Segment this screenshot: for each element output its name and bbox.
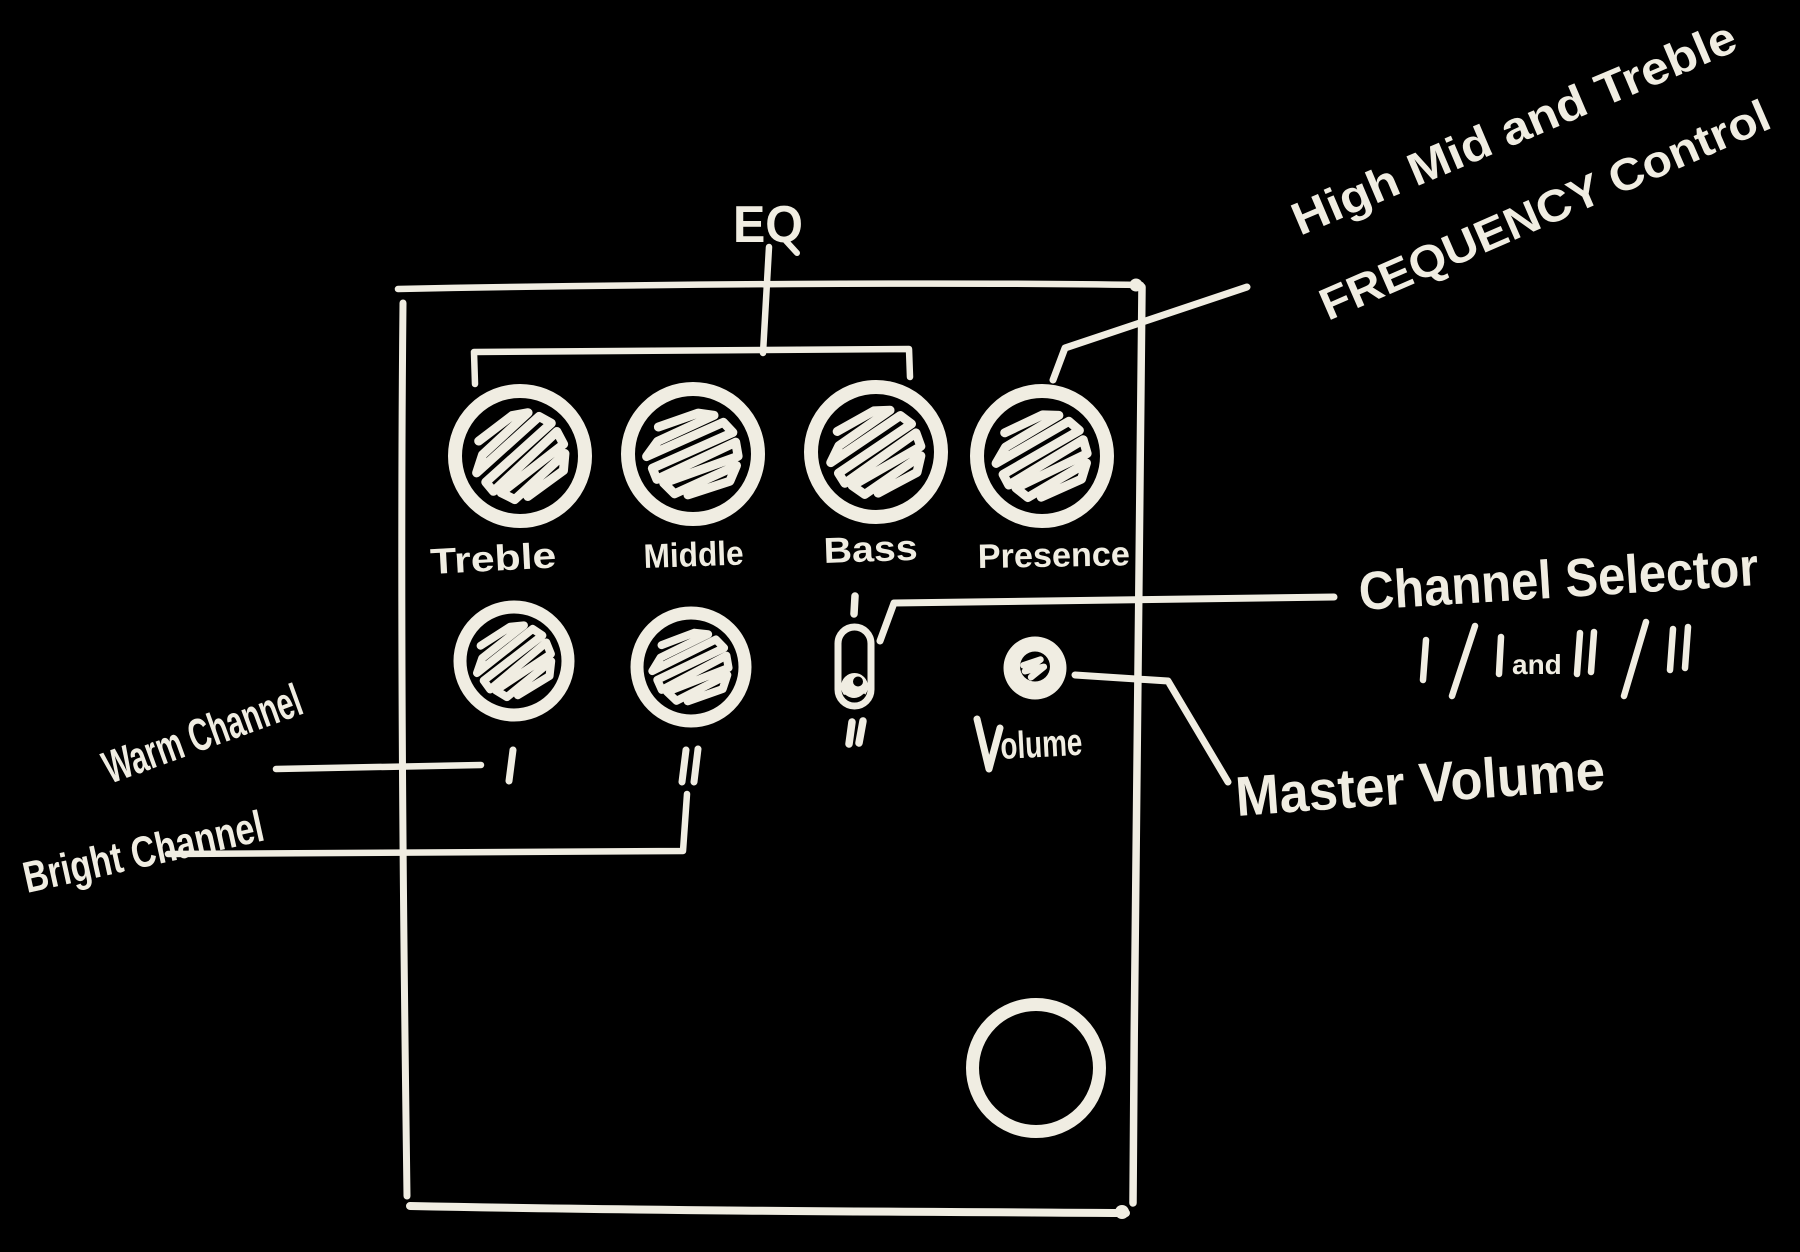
- svg-text:olume: olume: [999, 722, 1083, 768]
- svg-text:and: and: [1512, 649, 1562, 680]
- svg-text:Treble: Treble: [429, 534, 557, 582]
- svg-text:Presence: Presence: [977, 535, 1130, 576]
- svg-text:Middle: Middle: [643, 535, 744, 576]
- svg-text:Bass: Bass: [823, 527, 918, 571]
